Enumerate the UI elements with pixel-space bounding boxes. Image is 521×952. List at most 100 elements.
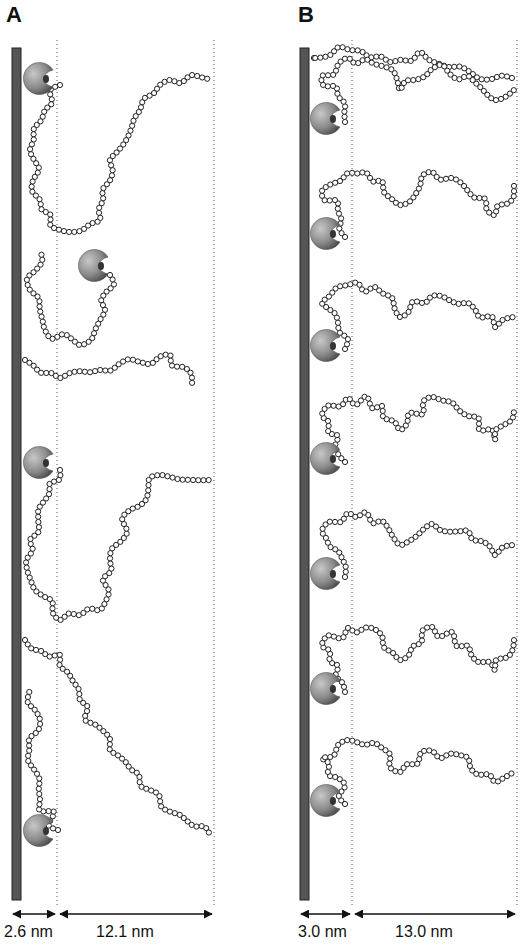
binding-pocket [330, 570, 336, 578]
monomer-bead [146, 483, 151, 488]
monomer-bead [417, 757, 422, 762]
monomer-bead [384, 417, 389, 422]
monomer-bead [493, 437, 498, 442]
monomer-bead [101, 196, 106, 201]
monomer-bead [421, 408, 426, 413]
polymer-chain [320, 280, 516, 352]
monomer-bead [474, 771, 479, 776]
monomer-bead [64, 333, 69, 338]
monomer-bead [327, 519, 332, 524]
monomer-bead [511, 189, 516, 194]
monomer-bead [28, 536, 33, 541]
surface-wall [300, 48, 309, 900]
monomer-bead [189, 375, 194, 380]
monomer-bead [188, 370, 193, 375]
monomer-bead [363, 625, 368, 630]
monomer-bead [467, 414, 472, 419]
monomer-bead [41, 324, 46, 329]
monomer-bead [374, 62, 379, 67]
monomer-bead [158, 354, 163, 359]
monomer-bead [387, 751, 392, 756]
monomer-bead [393, 59, 398, 64]
monomer-bead [345, 738, 350, 743]
monomer-bead [432, 293, 437, 298]
dimension-label: 3.0 nm [298, 923, 347, 941]
monomer-bead [398, 57, 403, 62]
monomer-bead [155, 473, 160, 478]
monomer-bead [473, 538, 478, 543]
monomer-bead [379, 403, 384, 408]
monomer-bead [140, 360, 145, 365]
monomer-bead [443, 176, 448, 181]
monomer-bead [509, 75, 514, 80]
binding-pocket [43, 75, 49, 83]
monomer-bead [343, 283, 348, 288]
monomer-bead [174, 364, 179, 369]
monomer-bead [472, 195, 477, 200]
monomer-bead [165, 474, 170, 479]
monomer-bead [61, 229, 66, 234]
monomer-bead [327, 656, 332, 661]
monomer-bead [335, 206, 340, 211]
dimension-label: 13.0 nm [395, 923, 453, 941]
monomer-bead [107, 736, 112, 741]
monomer-bead [145, 493, 150, 498]
monomer-bead [189, 72, 194, 77]
polymer-chain [22, 637, 211, 835]
monomer-bead [403, 58, 408, 63]
monomer-bead [47, 487, 52, 492]
monomer-bead [98, 367, 103, 372]
monomer-bead [398, 202, 403, 207]
monomer-bead [451, 634, 456, 639]
monomer-bead [31, 132, 36, 137]
panel-letter: B [298, 2, 314, 27]
monomer-bead [336, 325, 341, 330]
monomer-bead [441, 398, 446, 403]
monomer-bead [39, 370, 44, 375]
monomer-bead [201, 478, 206, 483]
monomer-bead [39, 252, 44, 257]
monomer-bead [36, 807, 41, 812]
polymer-chains [22, 45, 516, 835]
protein-blob [23, 815, 53, 847]
monomer-bead [467, 758, 472, 763]
monomer-bead [200, 75, 205, 80]
monomer-bead [404, 762, 409, 767]
monomer-bead [479, 772, 484, 777]
monomer-bead [158, 799, 163, 804]
monomer-bead [25, 700, 30, 705]
monomer-bead [477, 195, 482, 200]
dimension-label: 12.1 nm [96, 923, 154, 941]
proteins [23, 63, 340, 847]
protein-blob [310, 785, 340, 817]
protein-blob [310, 103, 340, 135]
monomer-bead [196, 478, 201, 483]
monomer-bead [108, 561, 113, 566]
monomer-bead [449, 751, 454, 756]
monomer-bead [205, 76, 210, 81]
monomer-bead [167, 77, 172, 82]
monomer-bead [334, 433, 339, 438]
monomer-bead [77, 691, 82, 696]
monomer-bead [355, 171, 360, 176]
monomer-bead [107, 742, 112, 747]
monomer-bead [509, 771, 514, 776]
monomer-bead [37, 197, 42, 202]
monomer-bead [57, 467, 62, 472]
binding-pocket [98, 262, 104, 270]
monomer-bead [461, 301, 466, 306]
monomer-bead [511, 410, 516, 415]
binding-pocket [43, 827, 49, 835]
monomer-bead [67, 371, 72, 376]
monomer-bead [160, 473, 165, 478]
monomer-bead [338, 284, 343, 289]
monomer-bead [195, 73, 200, 78]
monomer-bead [57, 657, 62, 662]
monomer-bead [342, 119, 347, 124]
monomer-bead [67, 229, 72, 234]
monomer-bead [342, 114, 347, 119]
monomer-bead [48, 92, 53, 97]
monomer-bead [96, 210, 101, 215]
monomer-bead [51, 809, 56, 814]
monomer-bead [467, 647, 472, 652]
